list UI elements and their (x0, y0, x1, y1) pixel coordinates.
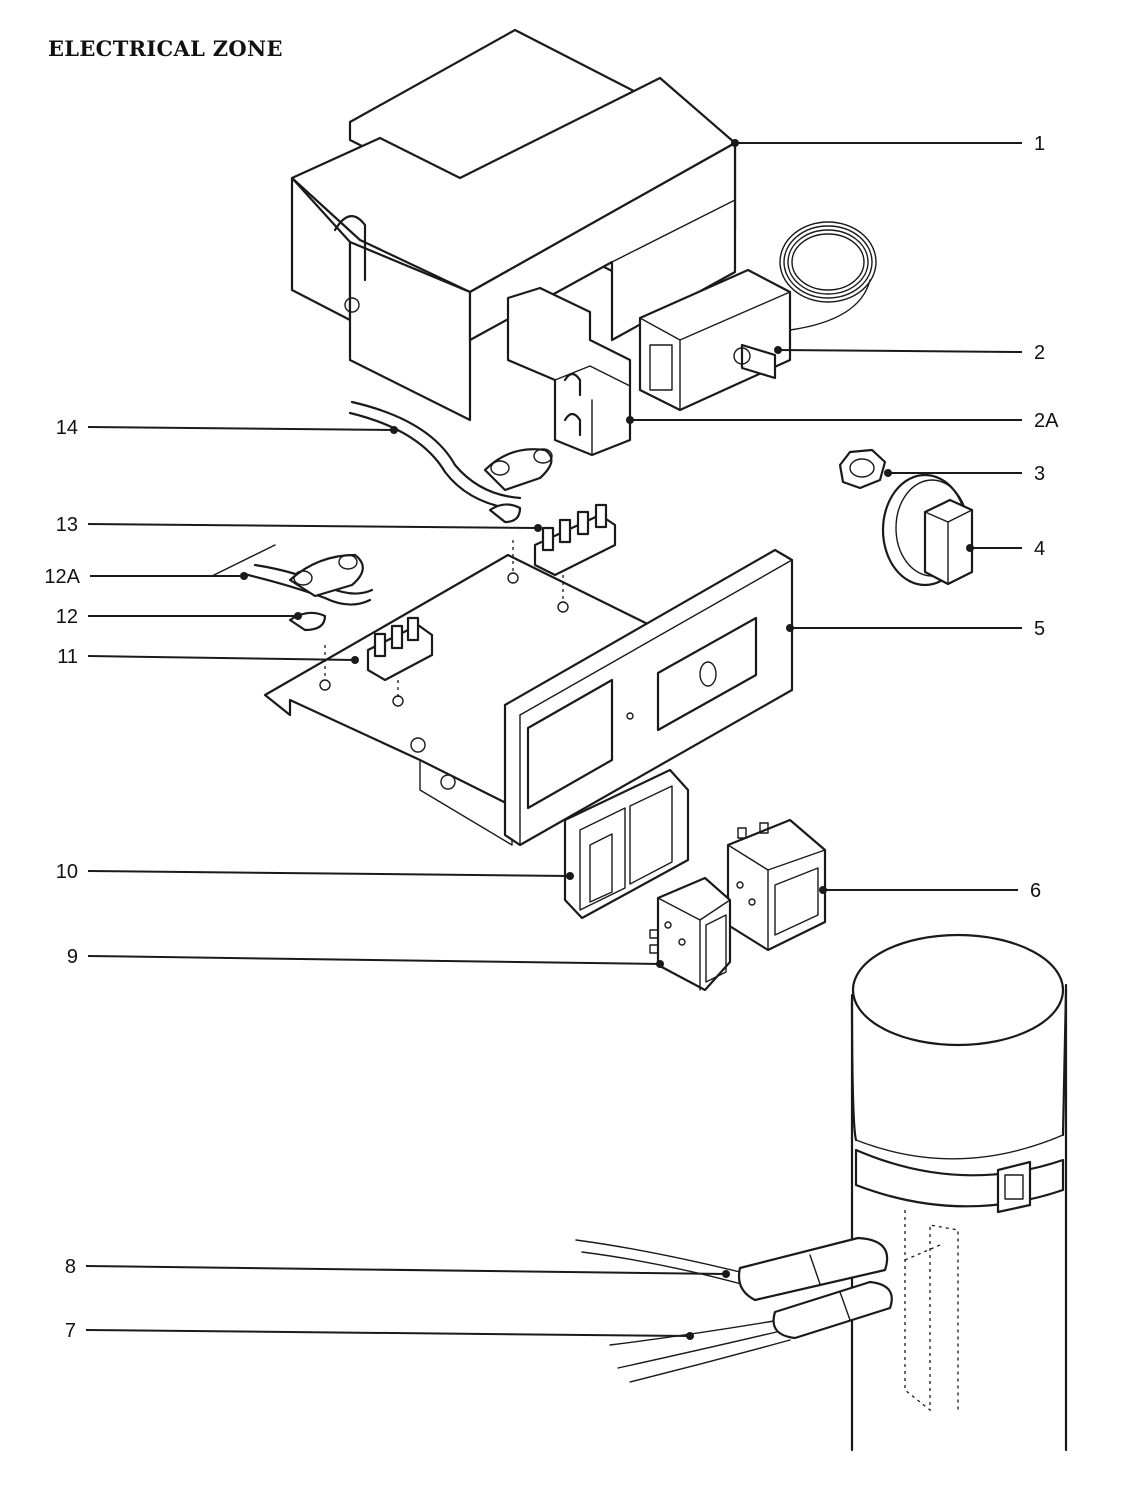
rocker-switch-large (726, 818, 827, 952)
callout-2a: 2A (626, 410, 1059, 432)
part-number-label: 2 (1034, 342, 1045, 364)
callout-4: 4 (966, 538, 1045, 560)
callout-8: 8 (65, 1256, 730, 1278)
leader-dot-3 (884, 469, 892, 477)
leader-dot-13 (534, 524, 542, 532)
part-number-label: 2A (1034, 410, 1059, 432)
leader-dot-12 (294, 612, 302, 620)
leader-dot-5 (786, 624, 794, 632)
part-number-label: 6 (1030, 880, 1041, 902)
rocker-switch-small (649, 876, 732, 992)
leader-dot-4 (966, 544, 974, 552)
part-number-label: 10 (56, 861, 78, 883)
part-number-label: 8 (65, 1256, 76, 1278)
leader-line-14 (87, 426, 395, 431)
callout-12: 12 (56, 606, 302, 628)
leader-dot-9 (656, 960, 664, 968)
cable-clamp-upper (348, 400, 553, 524)
leader-dot-12a (240, 572, 248, 580)
part-number-label: 7 (65, 1320, 76, 1342)
callout-6: 6 (819, 880, 1041, 902)
leader-dot-8 (722, 1270, 730, 1278)
control-panel-base (263, 548, 794, 847)
callout-13: 13 (56, 514, 542, 536)
part-number-label: 4 (1034, 538, 1045, 560)
callout-2: 2 (774, 342, 1045, 364)
cable-clamp-lower (211, 544, 374, 632)
leader-dot-1 (731, 139, 739, 147)
part-number-label: 1 (1034, 133, 1045, 155)
part-number-label: 13 (56, 514, 78, 536)
callout-14: 14 (56, 417, 398, 439)
page-title: ELECTRICAL ZONE (48, 36, 283, 61)
callout-11: 11 (57, 646, 359, 668)
thermostat (638, 221, 877, 412)
part-number-label: 11 (57, 646, 78, 668)
callout-7: 7 (65, 1320, 694, 1342)
leader-dot-2 (774, 346, 782, 354)
leader-line-8 (85, 1265, 727, 1275)
terminal-block-lower (324, 616, 434, 698)
callout-3: 3 (884, 463, 1045, 485)
leader-line-9 (87, 955, 661, 965)
leader-dot-14 (390, 426, 398, 434)
capillary-coil (779, 221, 877, 331)
callout-9: 9 (67, 946, 664, 968)
thermostat-bracket (506, 286, 632, 457)
knob-nut (838, 448, 887, 490)
leader-dot-6 (819, 886, 827, 894)
leader-dot-2a (626, 416, 634, 424)
callout-10: 10 (56, 861, 574, 883)
pipe-heater (850, 933, 1068, 1452)
leader-line-7 (85, 1329, 691, 1337)
part-number-label: 3 (1034, 463, 1045, 485)
part-number-label: 5 (1034, 618, 1045, 640)
thermostat-knob (881, 473, 974, 587)
leader-dot-7 (686, 1332, 694, 1340)
part-number-label: 14 (56, 417, 78, 439)
leader-line-11 (87, 655, 356, 661)
heater-cables (575, 1236, 893, 1383)
leader-line-2 (777, 349, 1023, 353)
leader-dot-11 (351, 656, 359, 664)
callout-12a: 12A (44, 566, 248, 588)
part-number-label: 12A (44, 566, 80, 588)
leader-dot-10 (566, 872, 574, 880)
terminal-block-upper (512, 503, 617, 602)
part-number-label: 9 (67, 946, 78, 968)
leader-line-10 (87, 870, 571, 877)
part-number-label: 12 (56, 606, 78, 628)
leader-line-13 (87, 523, 539, 529)
switch-bezel (563, 768, 690, 920)
callout-1: 1 (731, 133, 1045, 155)
callout-5: 5 (786, 618, 1045, 640)
